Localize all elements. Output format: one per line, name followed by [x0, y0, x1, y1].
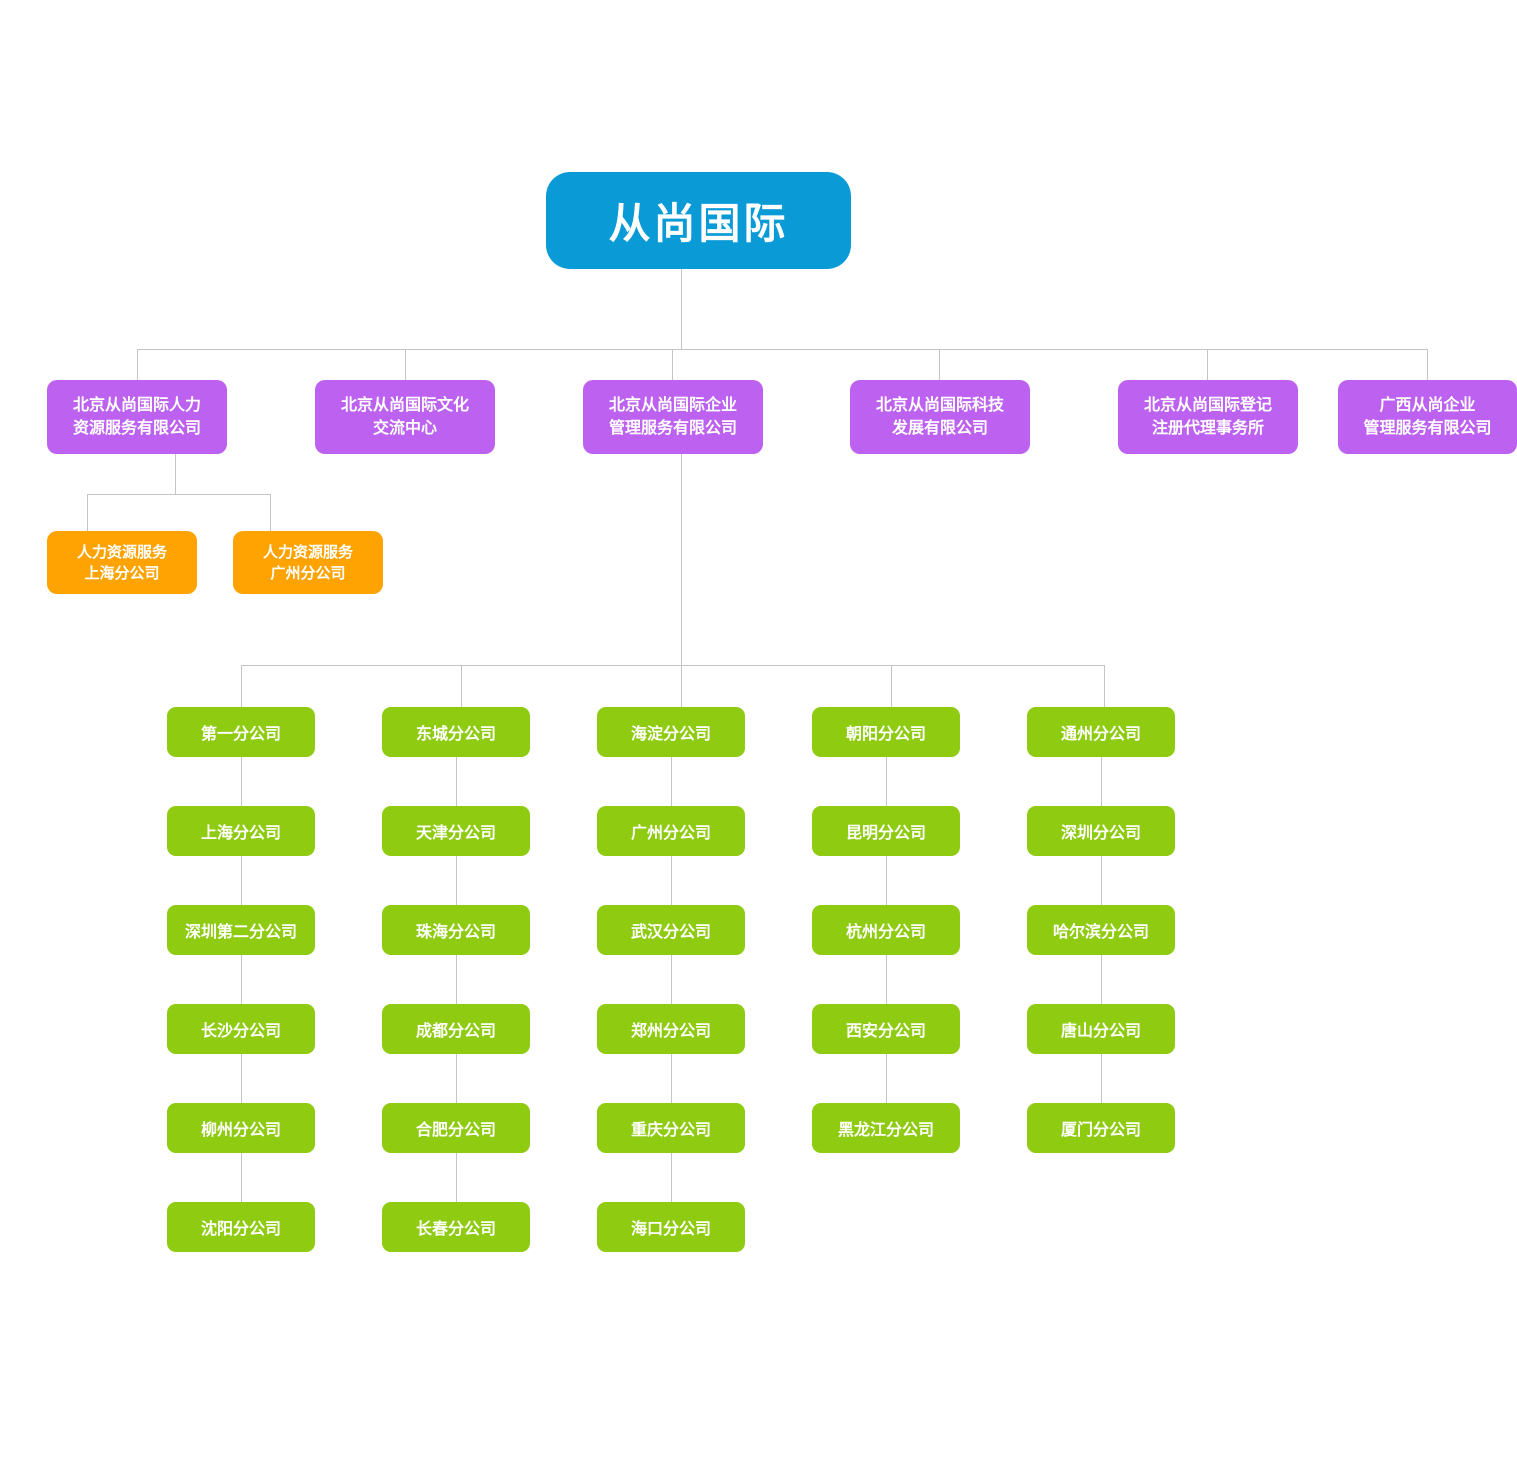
connector-chain	[671, 757, 672, 806]
connector-stub	[939, 349, 940, 380]
connector-chain	[671, 1153, 672, 1202]
connector-stub	[241, 665, 242, 707]
branch-node: 西安分公司	[812, 1004, 960, 1054]
branch-node: 柳州分公司	[167, 1103, 315, 1153]
connector-chain	[671, 955, 672, 1004]
branch-node: 成都分公司	[382, 1004, 530, 1054]
hr-branch-node-shanghai: 人力资源服务 上海分公司	[47, 531, 197, 594]
branch-node: 通州分公司	[1027, 707, 1175, 757]
branch-node: 海口分公司	[597, 1202, 745, 1252]
connector-stub	[672, 349, 673, 380]
connector-chain	[241, 757, 242, 806]
branch-node: 厦门分公司	[1027, 1103, 1175, 1153]
connector-chain	[886, 757, 887, 806]
branch-node: 郑州分公司	[597, 1004, 745, 1054]
branch-node: 沈阳分公司	[167, 1202, 315, 1252]
branch-node: 武汉分公司	[597, 905, 745, 955]
branch-node: 重庆分公司	[597, 1103, 745, 1153]
connector-chain	[241, 856, 242, 905]
connector-chain	[886, 856, 887, 905]
branch-node: 海淀分公司	[597, 707, 745, 757]
connector-chain	[1101, 856, 1102, 905]
connector-root-drop	[681, 269, 682, 349]
branch-node: 珠海分公司	[382, 905, 530, 955]
connector-stub	[87, 494, 88, 531]
connector-stub	[270, 494, 271, 531]
connector-chain	[241, 955, 242, 1004]
subsidiary-node-culture: 北京从尚国际文化 交流中心	[315, 380, 495, 454]
connector-stub	[405, 349, 406, 380]
connector-chain	[456, 955, 457, 1004]
connector-chain	[1101, 757, 1102, 806]
subsidiary-node-tech: 北京从尚国际科技 发展有限公司	[850, 380, 1030, 454]
hr-branch-node-guangzhou: 人力资源服务 广州分公司	[233, 531, 383, 594]
branch-node: 黑龙江分公司	[812, 1103, 960, 1153]
subsidiary-node-guangxi: 广西从尚企业 管理服务有限公司	[1338, 380, 1517, 454]
root-company-node: 从尚国际	[546, 172, 851, 269]
connector-mgmt-drop	[681, 453, 682, 665]
branch-node: 哈尔滨分公司	[1027, 905, 1175, 955]
connector-stub	[1207, 349, 1208, 380]
branch-node: 唐山分公司	[1027, 1004, 1175, 1054]
connector-chain	[456, 856, 457, 905]
branch-node: 深圳第二分公司	[167, 905, 315, 955]
branch-node: 昆明分公司	[812, 806, 960, 856]
branch-node: 长沙分公司	[167, 1004, 315, 1054]
connector-chain	[1101, 955, 1102, 1004]
connector-hr-rail	[87, 494, 270, 495]
connector-stub	[681, 665, 682, 707]
branch-node: 上海分公司	[167, 806, 315, 856]
branch-node: 天津分公司	[382, 806, 530, 856]
branch-node: 合肥分公司	[382, 1103, 530, 1153]
branch-node: 深圳分公司	[1027, 806, 1175, 856]
connector-chain	[1101, 1054, 1102, 1103]
branch-node: 朝阳分公司	[812, 707, 960, 757]
connector-chain	[886, 955, 887, 1004]
subsidiary-node-registry: 北京从尚国际登记 注册代理事务所	[1118, 380, 1298, 454]
branch-node: 第一分公司	[167, 707, 315, 757]
connector-chain	[671, 856, 672, 905]
subsidiary-node-hr: 北京从尚国际人力 资源服务有限公司	[47, 380, 227, 454]
branch-node: 杭州分公司	[812, 905, 960, 955]
connector-stub	[891, 665, 892, 707]
subsidiary-node-management: 北京从尚国际企业 管理服务有限公司	[583, 380, 763, 454]
connector-chain	[886, 1054, 887, 1103]
connector-chain	[456, 1153, 457, 1202]
connector-stub	[137, 349, 138, 380]
connector-branch-rail	[241, 665, 1104, 666]
connector-stub	[1427, 349, 1428, 380]
connector-chain	[456, 1054, 457, 1103]
branch-node: 广州分公司	[597, 806, 745, 856]
connector-chain	[241, 1054, 242, 1103]
connector-level2-rail	[137, 349, 1428, 350]
connector-stub	[1104, 665, 1105, 707]
connector-chain	[456, 757, 457, 806]
branch-node: 长春分公司	[382, 1202, 530, 1252]
connector-hr-drop	[175, 453, 176, 494]
connector-chain	[671, 1054, 672, 1103]
connector-stub	[461, 665, 462, 707]
branch-node: 东城分公司	[382, 707, 530, 757]
connector-chain	[241, 1153, 242, 1202]
